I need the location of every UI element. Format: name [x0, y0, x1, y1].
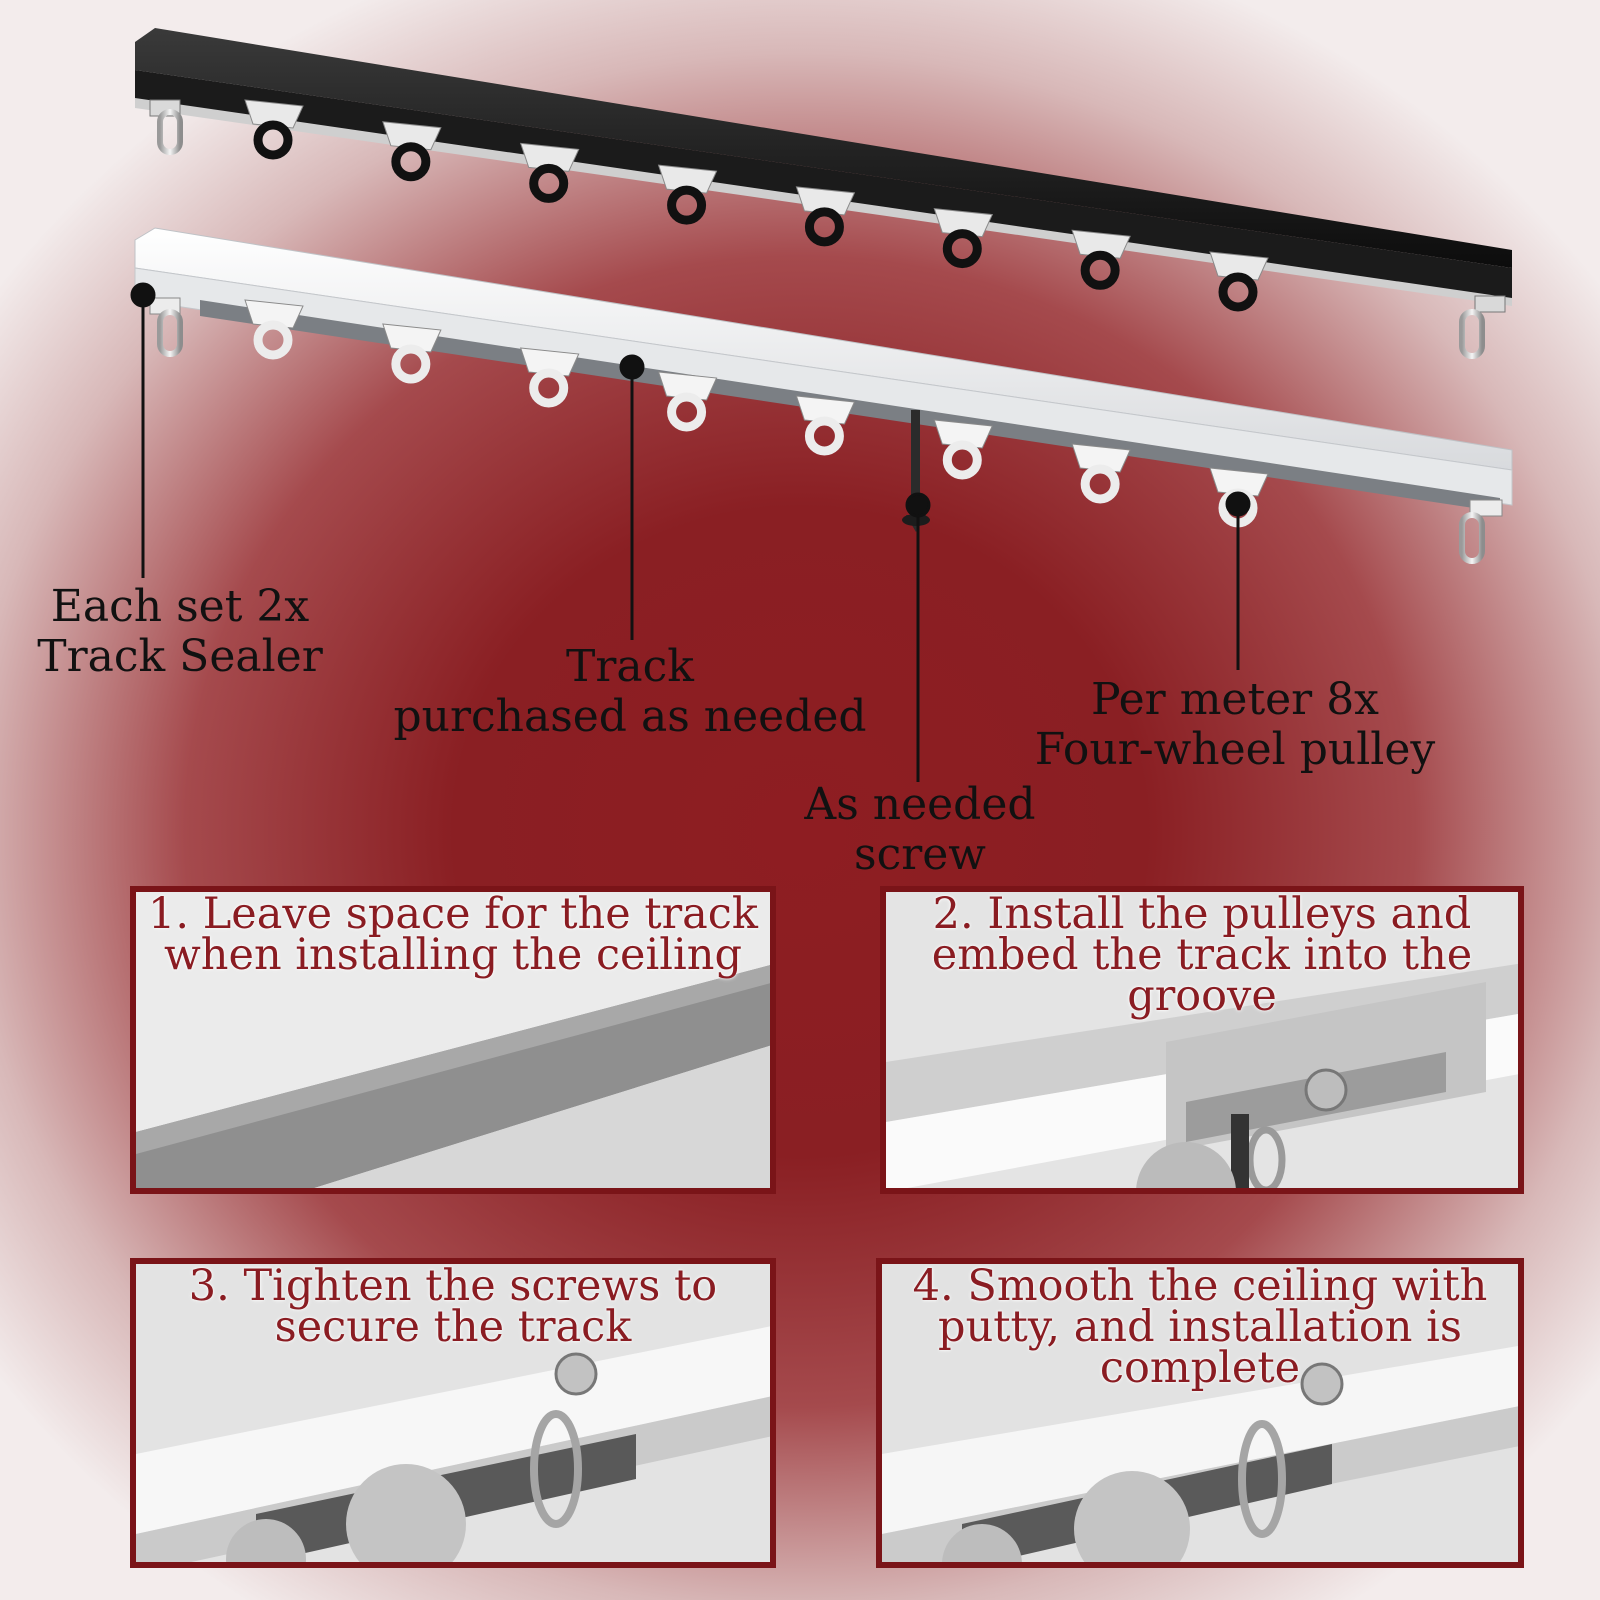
screw-icon [902, 410, 930, 532]
glider-body [1209, 251, 1269, 281]
callout-line: purchased as needed [393, 691, 867, 742]
callout-track: Track purchased as needed [385, 642, 875, 742]
glider-ring [391, 142, 431, 182]
glider-body [519, 347, 580, 377]
glider-body [244, 99, 304, 129]
glider-body [382, 121, 442, 151]
callout-line: Four-wheel pulley [1034, 724, 1436, 775]
glider-ring [804, 207, 844, 247]
white-track-end-caps [149, 297, 1503, 564]
caption-line: putty, and installation is [938, 1302, 1462, 1352]
callout-line: screw [854, 829, 986, 880]
callout-track-sealer: Each set 2x Track Sealer [30, 582, 330, 682]
black-track-gliders [244, 99, 1269, 312]
glider-ring [667, 392, 707, 432]
step-4-caption: 4. Smooth the ceiling with putty, and in… [882, 1261, 1518, 1393]
caption-line: groove [1127, 971, 1277, 1021]
step-1-caption: 1. Leave space for the track when instal… [136, 889, 770, 980]
caption-line: 1. Leave space for the track [148, 889, 758, 939]
caption-line: 4. Smooth the ceiling with [912, 1261, 1488, 1311]
callout-line: Track [566, 641, 694, 692]
step-3-screw-art [136, 1264, 770, 1562]
step-2-pulley-install-art [886, 892, 1518, 1188]
glider-body [519, 142, 580, 172]
glider-body [382, 323, 442, 353]
glider-body [1071, 229, 1131, 259]
step-3-caption: 3. Tighten the screws to secure the trac… [136, 1261, 770, 1352]
glider-ring [667, 185, 707, 225]
glider-ring [804, 416, 844, 456]
glider-ring [391, 344, 431, 384]
caption-line: secure the track [274, 1302, 632, 1352]
callout-leaders [130, 282, 1251, 782]
glider-body [1209, 467, 1269, 497]
callout-line: Track Sealer [37, 631, 323, 682]
track-illustration [130, 28, 1513, 782]
glider-ring [942, 229, 982, 269]
step-1-ceiling-slot-art [136, 892, 770, 1188]
black-track-end-caps [149, 99, 1506, 359]
glider-ring [1080, 250, 1120, 290]
glider-body [933, 419, 994, 449]
glider-ring [253, 320, 293, 360]
callout-screw: As needed screw [780, 780, 1060, 880]
glider-ring [529, 163, 569, 203]
glider-body [795, 395, 856, 425]
caption-line: embed the track into the [931, 930, 1473, 980]
glider-ring [529, 368, 569, 408]
glider-body [244, 299, 304, 329]
glider-body [933, 207, 994, 238]
step-panel-3: 3. Tighten the screws to secure the trac… [130, 1258, 776, 1568]
glider-ring [1218, 272, 1258, 312]
step-4-finished-art [882, 1264, 1518, 1562]
callout-pulley: Per meter 8x Four-wheel pulley [1020, 675, 1450, 775]
glider-ring [942, 440, 982, 480]
glider-body [657, 371, 718, 401]
step-panel-4: 4. Smooth the ceiling with putty, and in… [876, 1258, 1524, 1568]
caption-line: 3. Tighten the screws to [188, 1261, 718, 1311]
glider-body [795, 186, 856, 216]
step-2-caption: 2. Install the pulleys and embed the tra… [886, 889, 1518, 1021]
callout-line: As needed [804, 779, 1036, 830]
callout-line: Each set 2x [50, 581, 310, 632]
glider-body [1071, 443, 1131, 473]
caption-line: 2. Install the pulleys and [932, 889, 1472, 939]
step-panel-2: 2. Install the pulleys and embed the tra… [880, 886, 1524, 1194]
callout-line: Per meter 8x [1091, 674, 1379, 725]
caption-line: complete [1099, 1343, 1301, 1393]
glider-ring [1080, 464, 1120, 504]
caption-line: when installing the ceiling [164, 930, 742, 980]
step-panel-1: 1. Leave space for the track when instal… [130, 886, 776, 1194]
glider-ring [253, 120, 293, 160]
white-track-gliders [244, 299, 1269, 528]
glider-body [657, 164, 718, 194]
